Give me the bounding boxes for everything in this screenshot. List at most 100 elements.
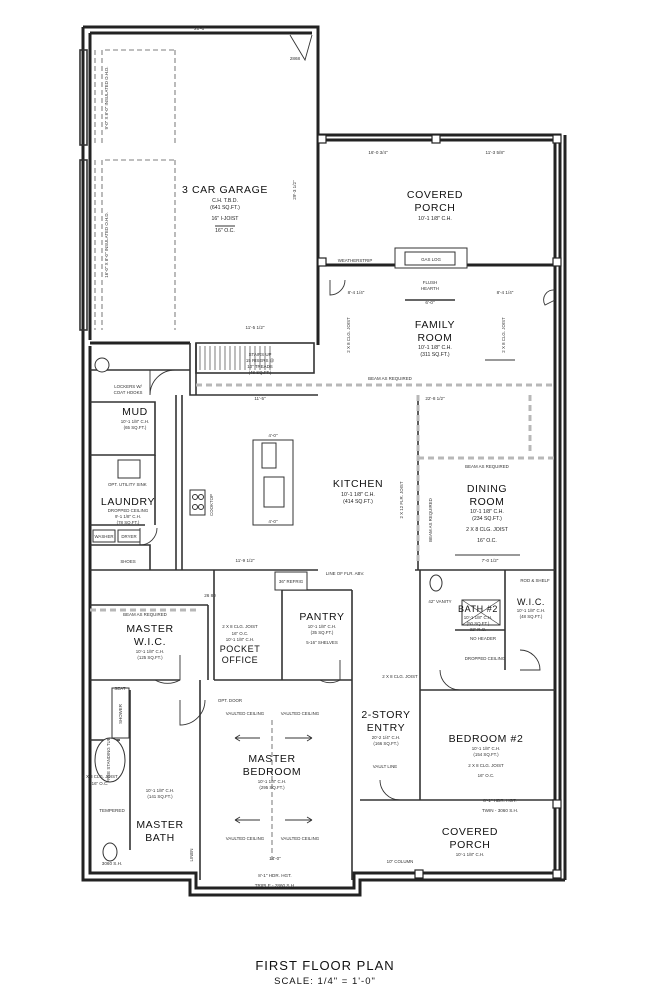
master-bedroom-name2: BEDROOM [243,766,301,778]
dim-mb-bottom: 14'-0" [269,856,281,861]
title-block: FIRST FLOOR PLAN SCALE: 1/4" = 1'-0" [0,958,650,987]
master-bedroom-ch: 10'-1 1/8" C.H. [258,779,287,784]
kitchen-sqft: (414 SQ.FT.) [343,499,373,505]
note-joist-oc: 16" O.C. [92,781,109,786]
dim-porch-left: 16'-0 3/4" [368,150,388,155]
note-beam-v: BEAM AS REQUIRED [428,498,433,542]
note-no-header: NO HEADER [470,636,496,641]
note-joist-wic: 2 X 8 CLG. JOIST [382,674,418,679]
note-hearth-1: FLUSH [423,280,437,285]
beam-lines [90,383,555,612]
master-wic-ch: 10'-1 1/8" C.H. [136,649,165,654]
dim-garage-width: 20'-8" [194,26,206,31]
garage-door-openings [79,34,313,331]
note-joist-fam2: 2 X 8 CLG. JOIST [501,317,506,353]
pocket-office-ch: 10'-1 1/8" C.H. [226,637,255,642]
note-stairs-2: 15 RISERS @ [246,358,275,363]
mud-name: MUD [122,406,148,418]
note-line-flr: LINE OF FLR. ABV. [326,571,364,576]
note-vaulted-2: VAULTED CEILING [281,711,320,716]
dim-dining-w: 22'-8 1/2" [425,396,445,401]
note-hearth-2: HEARTH [421,286,439,291]
dim-hdr1: 8'-1" HDR. HGT. [258,873,291,878]
bath2-ch: 10'-1 1/8" C.H. [464,615,493,620]
dim-fam-right: 8'-4 1/4" [497,290,514,295]
master-bedroom-name1: MASTER [248,753,295,765]
note-garage-door-2: 9'-0" X 8'-0" INSULATED O.H.D. [104,66,109,129]
master-bath-sqft: (141 SQ.FT.) [147,794,173,799]
dim-porch-right: 11'-3 5/8" [485,150,504,155]
garage-joist: 16" I-JOIST [212,216,240,222]
note-vaulted-4: VAULTED CEILING [281,836,320,841]
note-shoes: SHOES [120,559,135,564]
note-shower: SHOWER [118,704,123,724]
note-washer: WASHER [94,534,113,539]
pocket-office-oc: 16" O.C. [232,631,249,636]
laundry-name: LAUNDRY [101,496,155,508]
note-joist-bath: 2 X 8 CLG. JOIST [82,774,118,779]
bedroom2-name: BEDROOM #2 [449,733,524,745]
note-linen: LINEN [189,849,194,862]
garage-name: 3 CAR GARAGE [182,184,268,196]
pocket-office-name1: POCKET [220,644,261,654]
note-tub: FREE STANDING TUB [106,737,111,782]
dining-name2: ROOM [469,496,504,508]
wic-sqft: (48 SQ.FT.) [520,614,543,619]
porch-top-name1: COVERED [407,189,463,201]
pantry-sqft: (35 SQ.FT.) [311,630,334,635]
wic-ch: 10'-1 1/8" C.H. [517,608,546,613]
note-joist-k: 2 X 12 FLR. JOIST [399,481,404,518]
note-stairs-4: (48 SQ.FT.) [249,370,272,375]
dim-triple: TRIPLE - 2860 S.H. [255,883,296,888]
dining-sqft: (234 SQ.FT.) [472,516,502,522]
kitchen-ch: 10'-1 1/8" C.H. [341,492,375,498]
family-ch: 10'-1 1/8" C.H. [418,345,452,351]
porch-bottom-ch: 10'-1 1/8" C.H. [456,852,485,857]
mud-ch: 10'-1 1/8" C.H. [121,419,150,424]
master-bedroom-sqft: (295 SQ.FT.) [259,785,285,790]
note-cooktop: COOKTOP [209,494,214,516]
note-refrig: 36" REFRIG [279,579,304,584]
note-rod-shelf: ROD & SHELF [520,578,550,583]
master-bath-name1: MASTER [136,819,183,831]
dining-oc: 16" O.C. [477,538,497,544]
family-sqft: (311 SQ.FT.) [420,352,450,358]
bedroom2-ch: 10'-1 1/8" C.H. [472,746,501,751]
note-joist-fam1: 2 X 8 CLG. JOIST [346,317,351,353]
dim-tempered: TEMPERED [99,808,125,813]
dim-k-bottom: 11'-9 1/2" [235,558,254,563]
master-bath-ch: 10'-1 1/8" C.H. [146,788,175,793]
laundry-l1: DROPPED CEILING [108,508,149,513]
dim-2868: 2868 [290,56,301,61]
note-beam2: BEAM AS REQUIRED [465,464,509,469]
dim-twin: TWIN - 3060 S.H. [482,808,518,813]
dimensions: 20'-8" 29'-3 1/2" 16'-0 3/4" 11'-3 5/8" … [99,26,518,888]
note-stairs-3: 10" TREADS [247,364,272,369]
dim-island-bot: 4'-0" [268,519,278,524]
room-labels: 3 CAR GARAGE C.H. T.B.D. (641 SQ.FT.) 16… [101,184,545,857]
porch-top-ch: 10'-1 1/8" C.H. [418,216,452,222]
dining-ch: 10'-1 1/8" C.H. [470,509,504,515]
master-wic-name2: W.I.C. [134,636,166,648]
joist-arrows [234,359,520,824]
kitchen-name: KITCHEN [333,478,383,490]
note-lockers-2: COAT HOOKS [114,390,143,395]
pantry-shelves: 5-16" SHELVES [306,640,338,645]
wic-name: W.I.C. [517,597,545,607]
entry-sqft: (166 SQ.FT.) [373,741,399,746]
note-dryer: DRYER [121,534,136,539]
porch-bottom-name1: COVERED [442,826,498,838]
plan-title: FIRST FLOOR PLAN [255,958,395,973]
laundry-l3: (78 SQ.FT.) [117,520,140,525]
pantry-ch: 10'-1 1/8" C.H. [308,624,337,629]
porch-bottom-name2: PORCH [450,839,491,851]
family-name1: FAMILY [415,319,455,331]
bedroom2-oc: 16" O.C. [478,773,495,778]
pocket-office-name2: OFFICE [222,655,259,665]
dim-d-bottom: 7'-0 1/2" [482,558,499,563]
note-vaulted-3: VAULTED CEILING [226,836,265,841]
note-stairs-1: STAIRS UP [249,352,272,357]
note-gas-log: GAS LOG [421,257,441,262]
note-vault-line: VAULT LINE [373,764,397,769]
